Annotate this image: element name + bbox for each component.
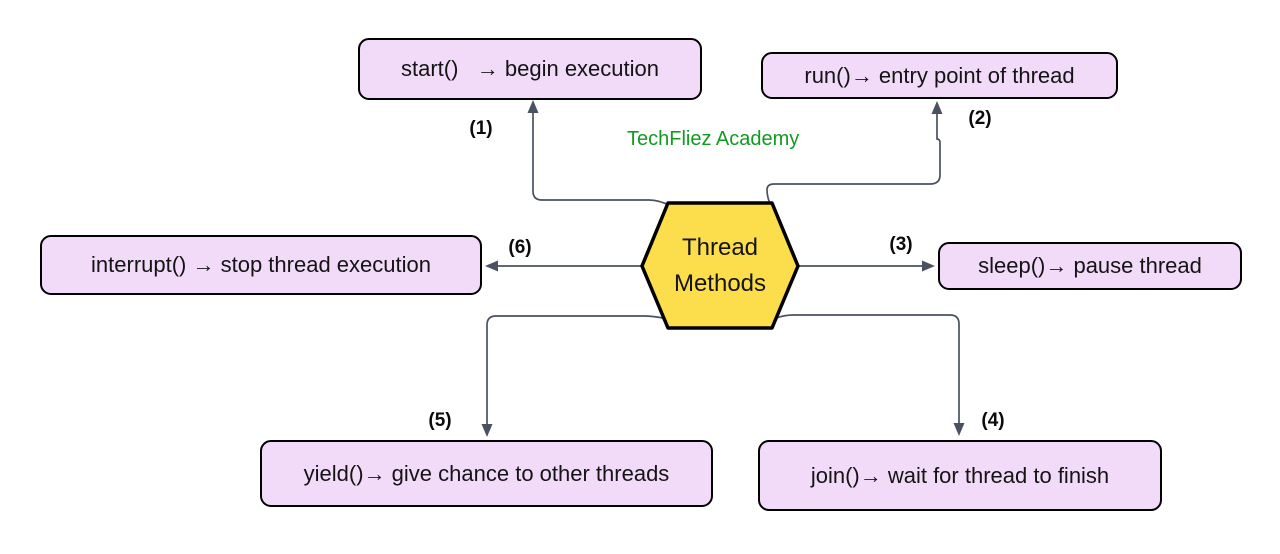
brand-title: TechFliez Academy xyxy=(627,128,800,150)
hexagon-shape xyxy=(640,201,800,330)
hexagon-label-line1: Thread xyxy=(681,233,759,261)
connector-join xyxy=(775,314,965,436)
connector-join-line xyxy=(775,314,960,425)
arrowhead-up-icon xyxy=(931,101,943,114)
node-sleep: sleep()→ pause thread xyxy=(938,242,1242,290)
step-number-1: (1) xyxy=(469,118,493,139)
step-number-2: (2) xyxy=(968,108,992,129)
connector-start-line xyxy=(532,106,672,207)
connector-interrupt xyxy=(485,260,641,272)
node-join: join()→ wait for thread to finish xyxy=(758,440,1162,511)
arrowhead-down-icon xyxy=(481,424,493,437)
step-number-3: (3) xyxy=(889,234,913,255)
node-interrupt: interrupt() → stop thread execution xyxy=(40,235,482,295)
arrowhead-right-icon xyxy=(922,260,935,272)
step-number-6: (6) xyxy=(508,237,532,258)
connector-run-line xyxy=(766,107,941,205)
node-yield: yield()→ give chance to other threads xyxy=(260,440,713,507)
hexagon-label: Thread Methods xyxy=(642,203,798,328)
arrowhead-left-icon xyxy=(485,260,498,272)
connector-yield xyxy=(481,315,664,437)
node-run: run()→ entry point of thread xyxy=(761,52,1118,99)
arrowhead-up-icon xyxy=(527,100,539,113)
connector-sleep xyxy=(799,260,935,272)
connector-yield-line xyxy=(486,315,664,426)
node-start: start() → begin execution xyxy=(358,38,702,100)
connector-run xyxy=(766,101,943,205)
step-number-4: (4) xyxy=(981,410,1005,431)
step-number-5: (5) xyxy=(428,410,452,431)
arrowhead-down-icon xyxy=(953,423,965,436)
hexagon-label-line2: Methods xyxy=(673,269,767,297)
connector-start xyxy=(527,100,672,207)
